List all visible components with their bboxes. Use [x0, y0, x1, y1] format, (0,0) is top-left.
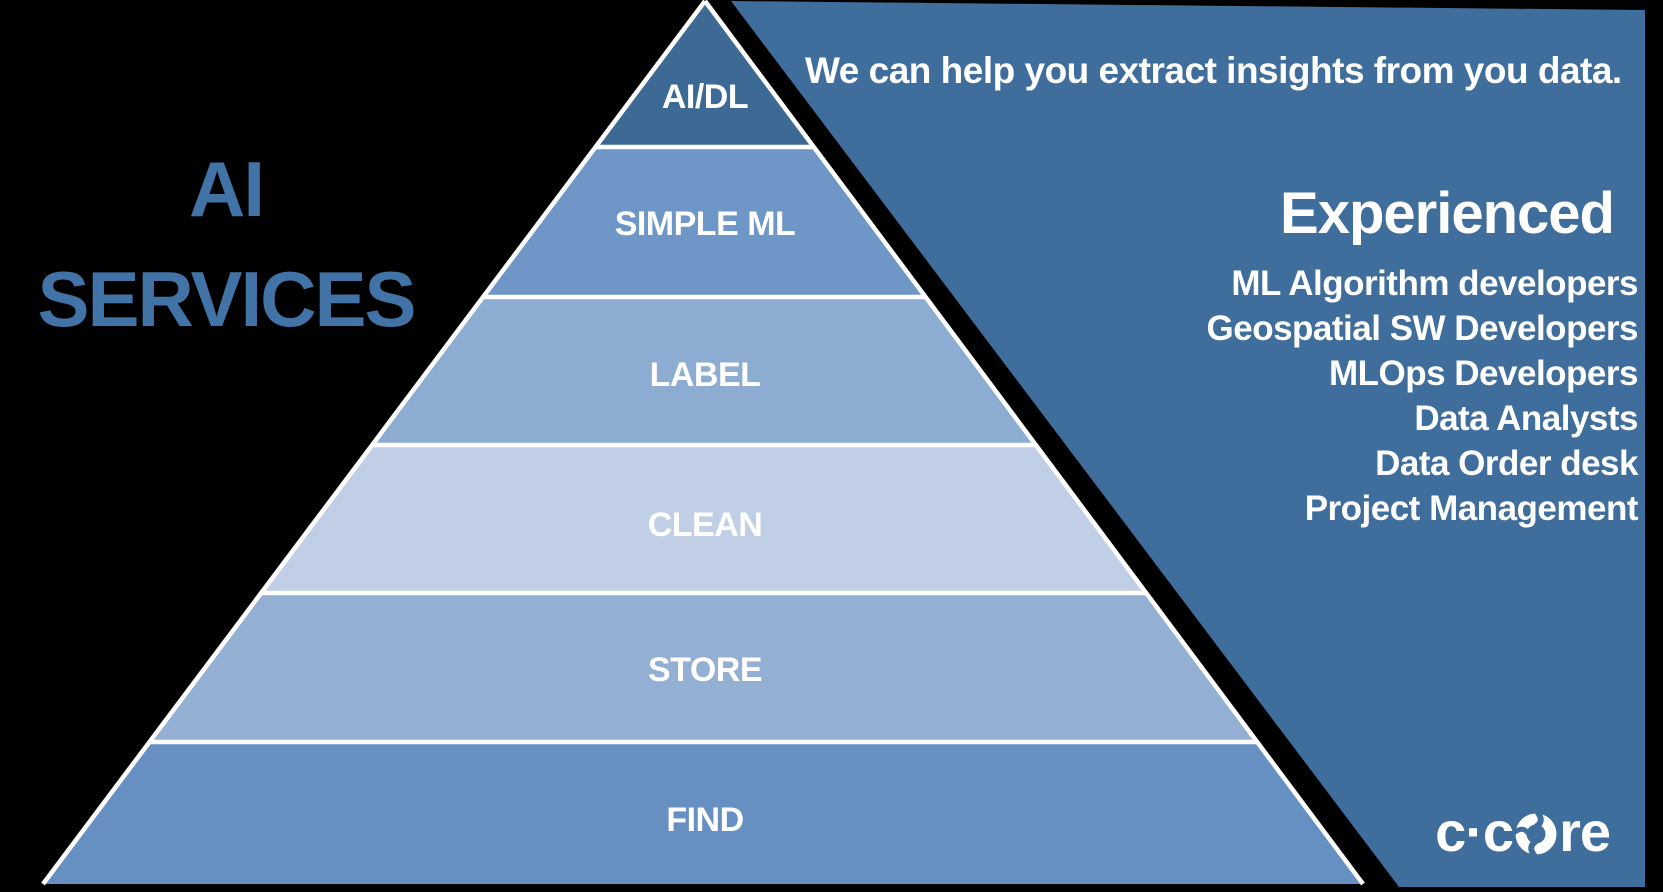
- pyramid-label-store: STORE: [647, 651, 763, 689]
- pyramid-layer-label: [372, 297, 1036, 445]
- pyramid-label-label: LABEL: [649, 356, 761, 394]
- role-item: Data Analysts: [1414, 399, 1638, 438]
- pyramid-label-simple-ml: SIMPLE ML: [614, 205, 796, 243]
- pyramid-layer-store: [149, 593, 1257, 742]
- slide-title-line2: SERVICES: [37, 255, 416, 343]
- swirl-o-icon: [1514, 812, 1557, 856]
- slide-title-line1: AI: [189, 145, 265, 233]
- role-item: Project Management: [1304, 489, 1639, 528]
- role-item: Data Order desk: [1375, 444, 1638, 483]
- ccore-logo-suffix: re: [1559, 800, 1611, 863]
- slide-title: AI SERVICES: [0, 134, 456, 354]
- pyramid-layer-simple-ml: [483, 147, 926, 297]
- ccore-logo-prefix: c·c: [1435, 800, 1514, 863]
- pyramid-layer-find: [43, 742, 1363, 884]
- experienced-block: Experienced ML Algorithm developers Geos…: [1206, 181, 1639, 531]
- pyramid-layer-aidl: [595, 2, 814, 147]
- pyramid-layer-clean: [261, 445, 1146, 593]
- right-panel-shape: [731, 1, 1645, 887]
- pyramid-label-aidl: AI/DL: [661, 78, 749, 116]
- pyramid-label-clean: CLEAN: [647, 506, 763, 544]
- role-item: ML Algorithm developers: [1231, 264, 1638, 303]
- pyramid-label-find: FIND: [666, 801, 744, 839]
- panel-tagline: We can help you extract insights from yo…: [805, 50, 1622, 91]
- ccore-logo: c·c re: [1435, 800, 1611, 863]
- experienced-heading: Experienced: [1280, 181, 1615, 246]
- pyramid-left-edge: [41, 0, 707, 886]
- role-item: Geospatial SW Developers: [1206, 309, 1639, 348]
- role-item: MLOps Developers: [1328, 354, 1639, 393]
- pyramid-right-edge: [703, 0, 1365, 886]
